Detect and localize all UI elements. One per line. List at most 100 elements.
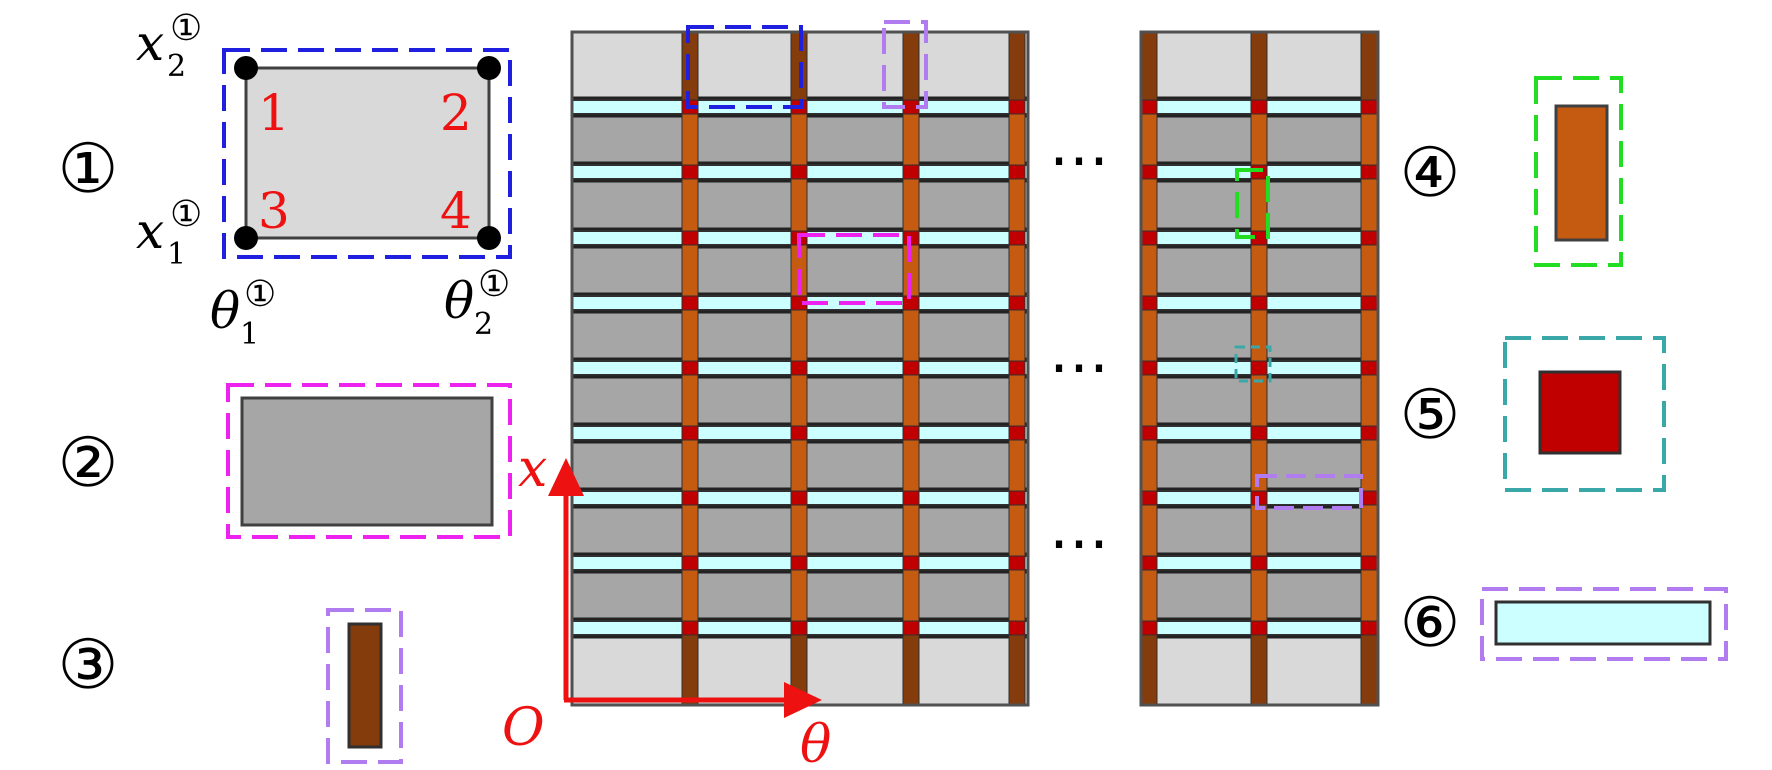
grid-left-joint xyxy=(790,164,808,180)
element-4-legend xyxy=(1534,76,1623,267)
x-axis-arrowhead xyxy=(548,458,584,496)
grid-left-joint xyxy=(1008,360,1026,376)
grid-left-joint xyxy=(681,164,699,180)
row-marker-4: ④ xyxy=(1400,134,1461,213)
grid-right-stringer-end xyxy=(1360,31,1378,101)
row-marker-2: ② xyxy=(58,424,119,503)
grid-left-joint xyxy=(902,164,920,180)
element-6-legend xyxy=(1480,587,1728,661)
grid-left-joint xyxy=(902,555,920,571)
theta1-label-sup: ① xyxy=(244,274,276,315)
grid-left-joint xyxy=(902,360,920,376)
theta1-label: θ 1 ① xyxy=(210,274,276,352)
node-number-4: 4 xyxy=(440,182,472,240)
grid-right-joint xyxy=(1360,425,1378,441)
node-1-dot xyxy=(234,56,258,80)
element-1-legend: 1 2 3 4 x 2 ① x 1 ① θ 1 ① θ 2 ① xyxy=(136,8,512,352)
grid-left-joint xyxy=(790,555,808,571)
grid-left-joint xyxy=(681,360,699,376)
theta2-label-sub: 2 xyxy=(474,307,493,342)
row-marker-3: ③ xyxy=(58,626,119,705)
element-3-highlight-box xyxy=(326,608,403,764)
grid-right-joint xyxy=(1250,99,1268,115)
grid-right-joint xyxy=(1140,295,1158,311)
element-5-joint xyxy=(1538,370,1622,455)
x1-label-sup: ① xyxy=(170,194,202,235)
coordinate-axes: O x θ xyxy=(502,439,831,770)
grid-highlight-green xyxy=(1235,168,1270,239)
grid-right-stringer-end xyxy=(1250,634,1268,706)
grid-left-joint xyxy=(681,425,699,441)
x2-label-base: x xyxy=(136,14,164,72)
node-number-1: 1 xyxy=(258,84,290,142)
grid-left-stringer-end xyxy=(902,634,920,706)
grid-right-joint xyxy=(1250,360,1268,376)
row-marker-6: ⑥ xyxy=(1400,584,1461,663)
grid-right-joint xyxy=(1250,425,1268,441)
theta1-label-base: θ xyxy=(210,282,240,340)
grid-right-joint xyxy=(1360,99,1378,115)
element-4-highlight-box xyxy=(1534,76,1623,267)
axis-x-label: x xyxy=(518,439,547,499)
row-marker-1: ① xyxy=(58,130,119,209)
grid-right-joint xyxy=(1140,620,1158,636)
grid-right-stringer-end xyxy=(1140,31,1158,101)
x2-label-sup: ① xyxy=(170,8,202,49)
grid-highlight-boxes xyxy=(686,20,1363,510)
element-5-legend xyxy=(1503,336,1666,492)
axis-theta-label: θ xyxy=(800,715,831,770)
grid-right-joint xyxy=(1360,360,1378,376)
node-2-dot xyxy=(477,56,501,80)
grid-right-joint xyxy=(1360,620,1378,636)
grid-right-joint xyxy=(1140,490,1158,506)
grid-right-joint xyxy=(1360,295,1378,311)
grid-highlight-teal xyxy=(1234,345,1272,383)
element-5-highlight-box xyxy=(1503,336,1666,492)
grid-left-joint xyxy=(681,295,699,311)
grid-left-joint xyxy=(790,360,808,376)
grid-right-joint xyxy=(1250,295,1268,311)
grid-left-stringer-end xyxy=(681,634,699,706)
ellipsis-top: ⋯ xyxy=(1049,125,1109,195)
element-3-stringer xyxy=(347,622,383,749)
element-1-highlight-box xyxy=(222,48,512,259)
grid-highlight-violet-rib xyxy=(1255,474,1363,510)
grid-left-stringer-end xyxy=(1008,634,1026,706)
ellipsis-bottom: ⋯ xyxy=(1049,508,1109,578)
grid-left-joint xyxy=(1008,620,1026,636)
grid-left-joint xyxy=(681,490,699,506)
grid-right-joint xyxy=(1360,164,1378,180)
grid-left-joint xyxy=(902,620,920,636)
grid-left-joint xyxy=(790,490,808,506)
grid-right-joint xyxy=(1250,620,1268,636)
grid-right-joint xyxy=(1360,490,1378,506)
x1-label: x 1 ① xyxy=(136,194,202,272)
grid-left-joint xyxy=(681,555,699,571)
x1-label-sub: 1 xyxy=(167,237,186,272)
row-marker-5: ⑤ xyxy=(1400,376,1461,455)
theta2-label: θ 2 ① xyxy=(444,264,510,342)
node-number-3: 3 xyxy=(258,182,290,240)
grid-left-joint xyxy=(1008,555,1026,571)
grid-left-joint xyxy=(1008,490,1026,506)
panel-grid-right xyxy=(1139,30,1380,707)
theta2-label-sup: ① xyxy=(478,264,510,305)
theta2-label-base: θ xyxy=(444,272,474,330)
grid-left-joint xyxy=(790,425,808,441)
grid-left-joint xyxy=(902,490,920,506)
element-2-highlight-box xyxy=(226,383,512,539)
grid-right-joint xyxy=(1140,99,1158,115)
element-1-skin-cell xyxy=(244,66,491,240)
grid-left-joint xyxy=(902,425,920,441)
x2-label-sub: 2 xyxy=(167,49,186,84)
ellipsis-middle: ⋯ xyxy=(1049,332,1109,402)
grid-left-joint xyxy=(1008,230,1026,246)
element-6-highlight-box xyxy=(1480,587,1728,661)
grid-right-joint xyxy=(1140,164,1158,180)
node-4-dot xyxy=(477,226,501,250)
element-2-skin-cell xyxy=(240,396,494,527)
panel-grid-left xyxy=(570,30,1030,707)
grid-right-joint xyxy=(1140,360,1158,376)
